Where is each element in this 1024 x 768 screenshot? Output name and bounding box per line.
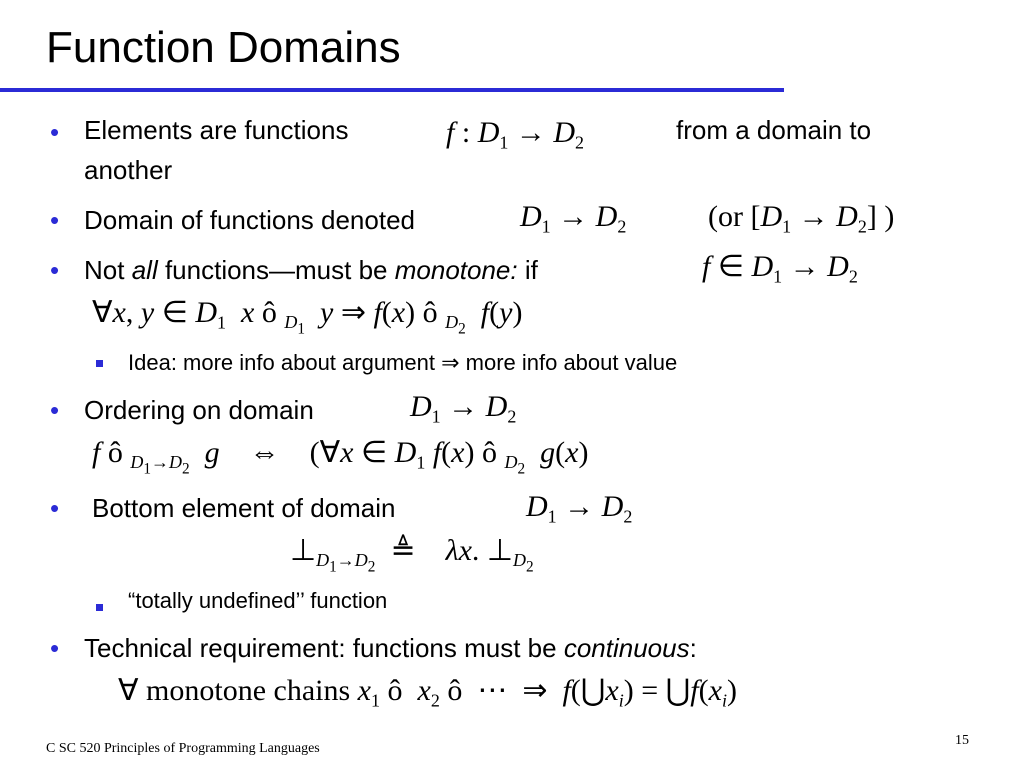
bullet-1-math: f : D1 → D2 [446,116,585,153]
bullet-marker: • [50,255,60,285]
continuity-formula: ∀ monotone chains x1 ô x2 ô ⋯ ⇒ f(⋃xi) =… [118,674,737,711]
sub-bullet-marker [96,604,103,611]
bottom-formula: ⊥D1→D2 ≜ λx. ⊥D2 [290,534,534,576]
ordering-formula: f ô D1→D2 g ⇔ (∀x ∈ D1 f(x) ô D2 g(x) [92,436,589,478]
bullet-2-or: (or [D1 → D2] ) [708,200,895,237]
bullet-6-text: Technical requirement: functions must be… [84,632,697,664]
bullet-marker: • [50,117,60,147]
bullet-6-main: Technical requirement: functions must be [84,633,557,663]
bullet-2-text: Domain of functions denoted [84,205,415,235]
bullet-2-math: D1 → D2 [520,200,627,237]
bullet-marker: • [50,395,60,425]
bullet-marker: • [50,205,60,235]
bullet-1-line2: another [84,155,173,185]
bullet-4-text: Ordering on domain [84,395,314,425]
title-underline [0,88,784,92]
sub-bullet-marker [96,360,103,367]
bullet-4-math: D1 → D2 [410,390,517,427]
bullet-1-text: Elements are functions [84,115,349,145]
footer-course: C SC 520 Principles of Programming Langu… [46,741,320,756]
bullet-3-math: f ∈ D1 → D2 [702,250,858,287]
sub-bullet-idea: Idea: more info about argument ⇒ more in… [128,350,678,375]
bullet-3-not: Not [84,255,125,285]
bullet-5-text: Bottom element of domain [92,493,396,523]
slide-title: Function Domains [46,23,401,72]
monotone-formula: ∀x, y ∈ D1 x ô D1 y ⇒ f(x) ô D2 f(y) [92,296,523,338]
bullet-5-math: D1 → D2 [526,490,633,527]
bullet-3-mid: functions—must be [164,255,388,285]
bullet-6-continuous: continuous [563,633,690,663]
bullet-6-colon: : [689,633,697,663]
bullet-1-tail: from a domain to [676,115,872,145]
bullet-marker: • [50,493,60,523]
bullet-3-all: all [131,255,158,285]
bullet-3-if: if [524,255,538,285]
bullet-marker: • [50,633,60,663]
bullet-3-text: Not all functions—must be monotone: if [84,254,538,286]
sub-bullet-undefined: “totally undefined’’ function [128,588,388,613]
bullet-3-monotone: monotone: [394,255,518,285]
page-number: 15 [955,733,969,748]
